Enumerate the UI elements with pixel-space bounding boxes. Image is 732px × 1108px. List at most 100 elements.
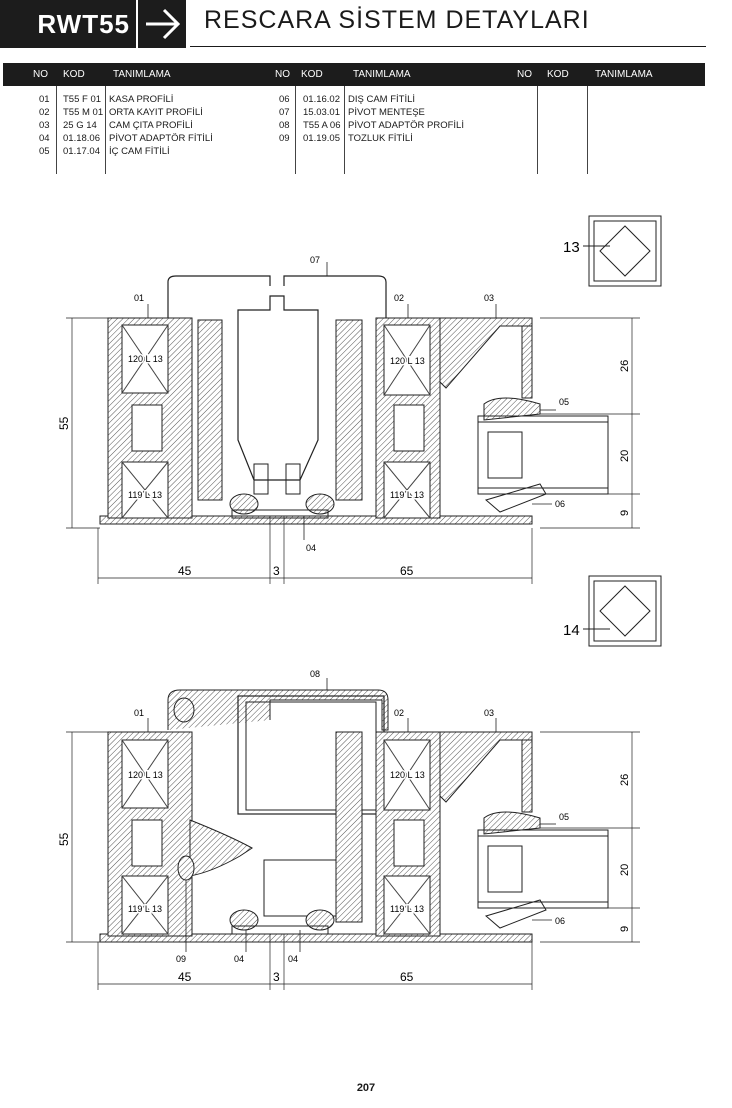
chamber-label-bg: 120 L 13 xyxy=(390,356,425,366)
col-kod-3: KOD xyxy=(547,69,569,80)
dim-d2: 20 xyxy=(619,450,631,462)
table-row: 01 T55 F 01 KASA PROFİLİ 06 01.16.02 DIŞ… xyxy=(3,94,705,107)
detail-13-icon xyxy=(583,215,662,287)
series-code: RWT55 xyxy=(0,0,136,48)
part-no: 08 xyxy=(279,120,290,131)
outer-gasket xyxy=(484,899,547,929)
callout-label: 01 xyxy=(134,293,144,303)
arrow-right-icon xyxy=(138,0,186,48)
chamber-label-bg: 120 L 13 xyxy=(390,770,425,780)
glazing-bead xyxy=(439,317,541,421)
part-code: T55 A 06 xyxy=(303,120,341,131)
chamber-label-bg: 119 L 13 xyxy=(390,904,424,914)
callout-label: 05 xyxy=(559,397,569,407)
glazing-bead xyxy=(439,731,541,835)
dim-w3: 65 xyxy=(400,564,414,578)
callout-label: 04 xyxy=(288,954,298,964)
glass-unit xyxy=(477,415,609,495)
part-no: 05 xyxy=(39,146,50,157)
part-no: 06 xyxy=(279,94,290,105)
part-code: 25 G 14 xyxy=(63,120,97,131)
detail-14-icon xyxy=(583,575,662,647)
chamber-label: 120 L 13 xyxy=(390,770,425,780)
chamber-label-bg: 119 L 13 xyxy=(128,490,162,500)
dim-d2: 20 xyxy=(619,864,631,876)
part-no: 09 xyxy=(279,133,290,144)
part-desc: İÇ CAM FİTİLİ xyxy=(109,146,170,157)
part-no: 01 xyxy=(39,94,50,105)
table-row: 05 01.17.04 İÇ CAM FİTİLİ xyxy=(3,146,705,159)
chamber-label: 119 L 13 xyxy=(390,904,424,914)
part-desc: CAM ÇITA PROFİLİ xyxy=(109,120,193,131)
table-row: 04 01.18.06 PİVOT ADAPTÖR FİTİLİ 09 01.1… xyxy=(3,133,705,146)
table-row: 02 T55 M 01 ORTA KAYIT PROFİLİ 07 15.03.… xyxy=(3,107,705,120)
glass-unit xyxy=(477,829,609,909)
col-no-3: NO xyxy=(517,69,532,80)
col-no-2: NO xyxy=(275,69,290,80)
col-kod-2: KOD xyxy=(301,69,323,80)
part-desc: DIŞ CAM FİTİLİ xyxy=(348,94,416,105)
sash-profile-right xyxy=(335,317,441,519)
dim-w1: 45 xyxy=(178,564,192,578)
pivot-hinge xyxy=(167,275,387,495)
dim-w3: 65 xyxy=(400,970,414,984)
part-code: T55 M 01 xyxy=(63,107,104,118)
callout-label: 02 xyxy=(394,293,404,303)
parts-table-body: 01 T55 F 01 KASA PROFİLİ 06 01.16.02 DIŞ… xyxy=(3,86,705,174)
col-divider xyxy=(537,86,538,174)
part-code: 01.16.02 xyxy=(303,94,340,105)
callout-lines xyxy=(147,262,556,540)
chamber-label: 120 L 13 xyxy=(128,354,163,364)
frame-profile-left xyxy=(107,731,193,937)
sill-profile xyxy=(99,515,533,525)
chamber-label: 119 L 13 xyxy=(390,490,424,500)
callout-label: 06 xyxy=(555,916,565,926)
part-code: 01.18.06 xyxy=(63,133,100,144)
chamber-label: 119 L 13 xyxy=(128,490,162,500)
callout-label: 04 xyxy=(234,954,244,964)
sash-profile-right xyxy=(335,731,441,937)
part-no: 07 xyxy=(279,107,290,118)
part-desc: KASA PROFİLİ xyxy=(109,94,174,105)
detail-number: 13 xyxy=(563,239,580,256)
part-code: 01.17.04 xyxy=(63,146,100,157)
adaptor-gaskets xyxy=(229,909,335,935)
dimension-lines xyxy=(66,731,640,990)
chamber-label-bg: 119 L 13 xyxy=(128,904,162,914)
chamber-label: 120 L 13 xyxy=(390,356,425,366)
dim-d1: 26 xyxy=(619,774,631,786)
chamber-label-bg: 119 L 13 xyxy=(390,490,424,500)
callout-label: 03 xyxy=(484,708,494,718)
page-number: 207 xyxy=(356,1082,376,1094)
callout-label: 01 xyxy=(134,708,144,718)
part-desc: PİVOT MENTEŞE xyxy=(348,107,425,118)
col-divider xyxy=(295,86,296,174)
part-desc: TOZLUK FİTİLİ xyxy=(348,133,413,144)
table-row: 03 25 G 14 CAM ÇITA PROFİLİ 08 T55 A 06 … xyxy=(3,120,705,133)
part-desc: ORTA KAYIT PROFİLİ xyxy=(109,107,203,118)
chamber-label-bg: 120 L 13 xyxy=(128,354,163,364)
parts-table-header: NO KOD TANIMLAMA NO KOD TANIMLAMA NO KOD… xyxy=(3,63,705,86)
callout-label: 02 xyxy=(394,708,404,718)
callout-label: 05 xyxy=(559,812,569,822)
section-drawing-14: 14 120 L 13 120 L 13 119 L 13 119 L 13 xyxy=(57,575,662,990)
chamber-label: 119 L 13 xyxy=(128,904,162,914)
part-code: T55 F 01 xyxy=(63,94,102,105)
callout-label: 06 xyxy=(555,499,565,509)
chamber-label-bg: 120 L 13 xyxy=(128,770,163,780)
parts-table: NO KOD TANIMLAMA NO KOD TANIMLAMA NO KOD… xyxy=(3,63,705,174)
part-code: 15.03.01 xyxy=(303,107,340,118)
part-no: 04 xyxy=(39,133,50,144)
dim-d3: 9 xyxy=(619,926,631,932)
detail-number: 14 xyxy=(563,622,580,639)
col-tanim-1: TANIMLAMA xyxy=(113,69,171,80)
col-divider xyxy=(105,86,106,174)
dim-height: 55 xyxy=(57,416,71,430)
callout-label: 04 xyxy=(306,543,316,553)
col-tanim-2: TANIMLAMA xyxy=(353,69,411,80)
col-divider xyxy=(344,86,345,174)
title-underline xyxy=(190,46,706,47)
part-desc: PİVOT ADAPTÖR FİTİLİ xyxy=(109,133,213,144)
callout-label: 09 xyxy=(176,954,186,964)
dim-height: 55 xyxy=(57,832,71,846)
